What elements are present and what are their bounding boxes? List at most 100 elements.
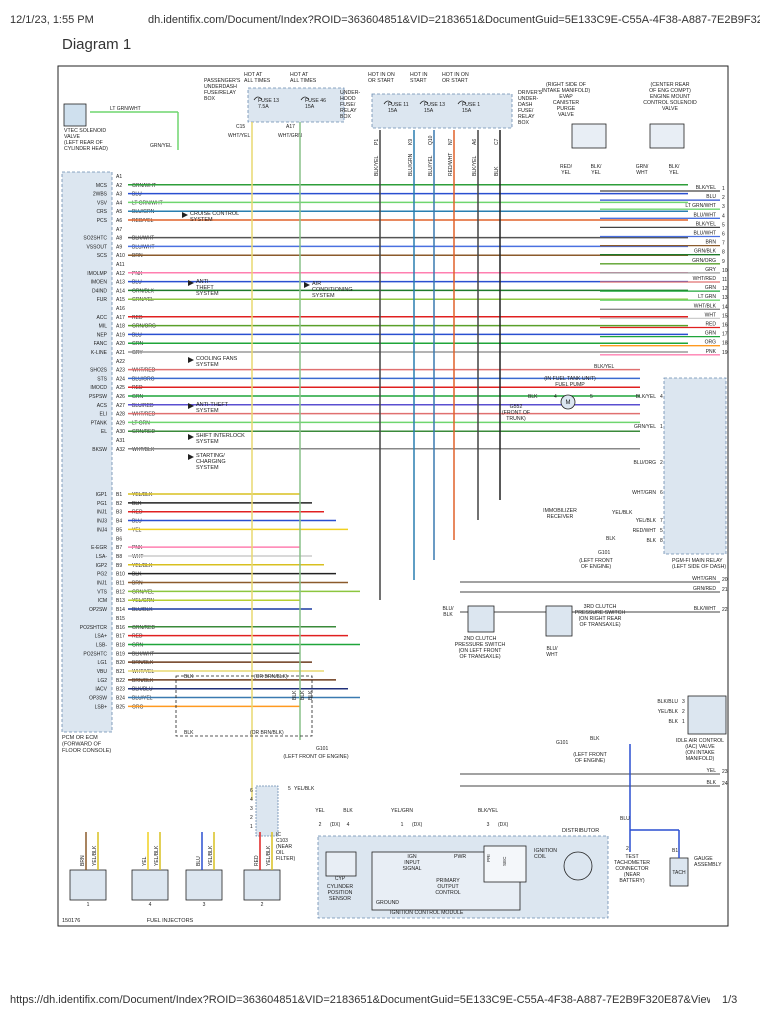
fuel-injector-symbol	[243, 869, 281, 901]
vtec-wire-label: GRN/YEL	[150, 143, 172, 149]
pcm-pin-number: B4	[116, 519, 122, 525]
cyp-sensor-symbol	[325, 851, 357, 877]
driver-fuse-box	[371, 93, 513, 129]
splice-vertical-label: BLK	[300, 690, 306, 700]
distributor-pin-number: 3	[487, 822, 490, 828]
hot-label: HOT IN	[410, 72, 428, 78]
pcm-pin-number: A24	[116, 376, 125, 382]
system-label: SYSTEM	[196, 408, 219, 414]
pcm-signal-name: VSSOUT	[86, 244, 107, 250]
main-relay-pin-number: 1	[660, 424, 663, 430]
distributor-wire-label: YEL	[315, 808, 325, 814]
pcm-signal-name: OP3SW	[89, 696, 107, 702]
pcm-signal-name: STS	[97, 376, 107, 382]
fuse-symbol	[300, 96, 310, 101]
pin-wire-label: GRN/RED	[132, 625, 155, 631]
mount-valve-label: ENGINE MOUNT	[650, 94, 691, 100]
right-wire-label: ORG	[705, 340, 717, 346]
coil-sec-label: SEC	[502, 856, 507, 866]
pcm-signal-name: LSB-	[96, 642, 107, 648]
header-url: dh.identifix.com/Document/Index?ROID=363…	[148, 14, 760, 26]
pcm-signal-name: PG2	[97, 572, 107, 578]
icm-pwr-label: PWR	[454, 854, 466, 860]
right-wire-label: RED	[705, 322, 716, 328]
right-wire-label: BRN	[705, 240, 716, 246]
pcm-pin-number: B20	[116, 660, 125, 666]
distributor-wire-label: YEL/GRN	[391, 808, 413, 814]
system-arrow	[304, 282, 310, 288]
fuse-label: 7.5A	[258, 104, 269, 110]
pcm-label: PCM OR ECM	[62, 735, 98, 741]
iac-valve-label: MANIFOLD)	[686, 756, 715, 762]
right-wire-number: 16	[722, 323, 728, 329]
icm-signal-label: INPUT	[404, 860, 420, 866]
fuel-pump-pin-number: 5	[590, 394, 593, 400]
c103-label: FILTER)	[276, 856, 295, 862]
pin-wire-label: YEL/BLK	[132, 563, 153, 569]
pcm-pin-number: A27	[116, 403, 125, 409]
pcm-signal-name: EL	[101, 429, 107, 435]
fuel-injector-symbol	[131, 869, 169, 901]
c103-label: (NEAR	[276, 844, 292, 850]
right-wire-label: GRN/ORG	[692, 258, 716, 264]
pin-wire-label: BLK/WHT	[132, 651, 154, 657]
pin-wire-label: WHT/YEL	[132, 669, 154, 675]
pcm-signal-name: INJ1	[97, 581, 108, 587]
driver-box-label: DASH	[518, 102, 533, 108]
right-wire-label: BLK	[707, 780, 717, 786]
injector-wire-label: YEL/BLK	[92, 845, 98, 866]
fuse-symbol	[383, 100, 393, 105]
icm-signal-label: SIGNAL	[402, 866, 421, 872]
fuel-injector-symbol	[185, 869, 223, 901]
pin-wire-label: BLU/WHT	[132, 244, 155, 250]
pcm-signal-name: ACC	[96, 315, 107, 321]
pcm-signal-name: INJ1	[97, 510, 108, 516]
pcm-pin-number: A15	[116, 297, 125, 303]
pcm-signal-name: LSB+	[95, 704, 107, 710]
pcm-pin-number: A3	[116, 192, 122, 198]
right-wire-label: PNK	[706, 349, 717, 355]
pcm-signal-name: IMOLMP	[87, 271, 107, 277]
pin-wire-label: GRN/BLK	[132, 288, 155, 294]
clutch2-label: PRESSURE SWITCH	[455, 642, 506, 648]
fuse-label: 15A	[388, 108, 398, 114]
fuse-vertical-wire-label: BLK	[494, 166, 500, 176]
clutch3-label: PRESSURE SWITCH	[575, 610, 626, 616]
evap-valve-label: EVAP	[559, 94, 573, 100]
pin-wire-label: BRN	[132, 253, 143, 259]
pcm-pin-number: B18	[116, 642, 125, 648]
mount-valve-symbol	[649, 123, 685, 149]
system-arrow	[188, 434, 194, 440]
pcm-pin-number: A5	[116, 209, 122, 215]
figure-id: 150176	[62, 918, 80, 924]
c103-name: C103	[276, 838, 288, 844]
pin-wire-label: WHT/RED	[132, 368, 156, 374]
evap-valve-label: PURGE	[557, 106, 576, 112]
pcm-signal-name: ELI	[99, 412, 107, 418]
main-relay-pin-number: 2	[660, 460, 663, 466]
c103-label: OIL	[276, 850, 284, 856]
pcm-pin-number: A29	[116, 420, 125, 426]
pcm-pin-number: B9	[116, 563, 122, 569]
driver-box-label: BOX	[518, 120, 529, 126]
right-wire-label: LT GRN	[698, 294, 716, 300]
iac-pin-number: 1	[682, 719, 685, 725]
pin-wire-label: BLU/BLK	[132, 607, 153, 613]
pcm-pin-number: A28	[116, 412, 125, 418]
fuel-pump-label: FUEL PUMP	[555, 382, 585, 388]
underhood-box-label: FUSE/	[340, 102, 356, 108]
pcm-signal-name: VTS	[97, 589, 107, 595]
fuse-label: FUSE 1	[462, 102, 480, 108]
pcm-pin-number: A10	[116, 253, 125, 259]
underhood-box-label: UNDER-	[340, 90, 360, 96]
pcm-pin-number: B8	[116, 554, 122, 560]
fuse-label: 15A	[305, 104, 315, 110]
pcm-signal-name: INJ4	[97, 527, 108, 533]
system-label: ANTI-THEFT	[196, 402, 229, 408]
pcm-signal-name: SHO2S	[90, 368, 108, 374]
system-arrow	[188, 357, 194, 363]
hot-label: ALL TIMES	[244, 78, 271, 84]
fuse-label: FUSE 46	[305, 98, 326, 104]
injector-wire-label: BRN	[80, 855, 86, 866]
pcm-pin-number: A12	[116, 271, 125, 277]
